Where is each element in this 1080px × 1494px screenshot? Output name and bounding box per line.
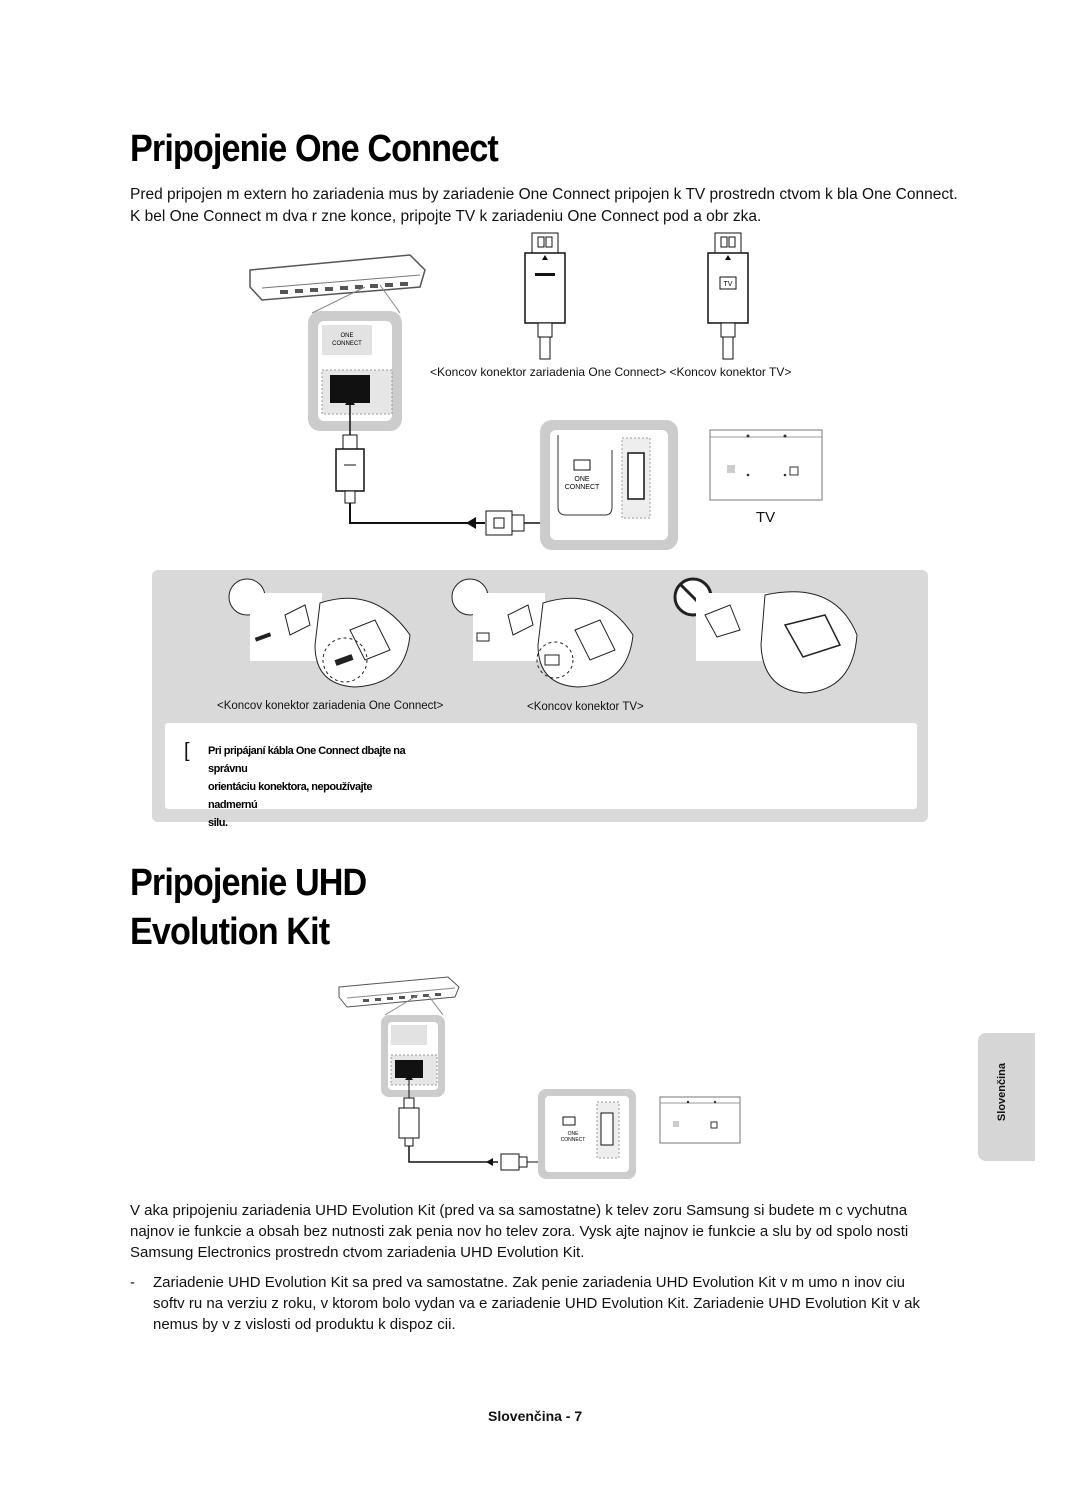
uhd-port-label-one: ONE <box>568 1131 580 1137</box>
tv-port-label-one: ONE <box>574 476 590 483</box>
section1-heading: Pripojenie One Connect <box>130 128 499 170</box>
note-bracket: [ <box>184 740 190 762</box>
section2-paragraph: V aka pripojeniu zariadenia UHD Evolutio… <box>130 1200 1000 1263</box>
one-connect-end-connector <box>524 232 566 360</box>
port-label-one: ONE <box>340 333 353 339</box>
tip-note-box <box>165 723 917 809</box>
tip-caption-left: <Koncov konektor zariadenia One Connect> <box>217 700 444 712</box>
tv-port-label-connect: CONNECT <box>565 484 600 491</box>
section2-bullet: Zariadenie UHD Evolution Kit sa pred va … <box>153 1272 1003 1335</box>
section2-paragraph-line2: najnov ie funkcie a obsah bez nutnosti z… <box>130 1223 909 1240</box>
tv-end-connector: TV <box>707 232 749 360</box>
side-tab-label: Slovenčina <box>996 1063 1008 1122</box>
section2-paragraph-line1: V aka pripojeniu zariadenia UHD Evolutio… <box>130 1202 908 1219</box>
tip-note-line1: Pri pripájaní kábla One Connect dbajte n… <box>208 745 406 775</box>
section1-paragraph-line1: Pred pripojen m extern ho zariadenia mus… <box>130 186 958 203</box>
language-side-tab: Slovenčina <box>978 1033 1035 1161</box>
uhd-port-label-connect: CONNECT <box>561 1137 586 1143</box>
bullet-dash: - <box>130 1274 135 1291</box>
uhd-kit-diagram: ONE CONNECT <box>338 976 741 1179</box>
orientation-illustrations <box>228 577 858 694</box>
tip-note-line3: silu. <box>208 817 228 829</box>
one-connect-diagram: ONE CONNECT TV ONE CONNE <box>249 232 823 550</box>
tip-caption-right: <Koncov konektor TV> <box>527 701 644 713</box>
connector-captions: <Koncov konektor zariadenia One Connect>… <box>430 365 792 379</box>
section2-bullet-line3: nemus by v z vislosti od produktu k disp… <box>153 1316 456 1333</box>
section2-heading-line1: Pripojenie UHD <box>130 862 367 904</box>
tv-label: TV <box>756 509 776 526</box>
section2-heading-line2: Evolution Kit <box>130 911 330 953</box>
section2-paragraph-line3: Samsung Electronics prostredn ctvom zari… <box>130 1244 585 1261</box>
port-label-connect: CONNECT <box>332 341 362 347</box>
section2-bullet-line1: Zariadenie UHD Evolution Kit sa pred va … <box>153 1274 906 1291</box>
page-number: Slovenčina - 7 <box>488 1408 583 1424</box>
section1-paragraph-line2: K bel One Connect m dva r zne konce, pri… <box>130 208 762 225</box>
tv-badge: TV <box>724 281 733 288</box>
one-connect-box-illustration <box>249 254 426 301</box>
section1-paragraph: Pred pripojen m extern ho zariadenia mus… <box>130 184 1000 228</box>
tip-note-text: Pri pripájaní kábla One Connect dbajte n… <box>208 742 408 832</box>
tip-note-line2: orientáciu konektora, nepoužívajte nadme… <box>208 781 372 811</box>
section2-bullet-line2: softv ru na verziu z roku, v ktorom bolo… <box>153 1295 921 1312</box>
